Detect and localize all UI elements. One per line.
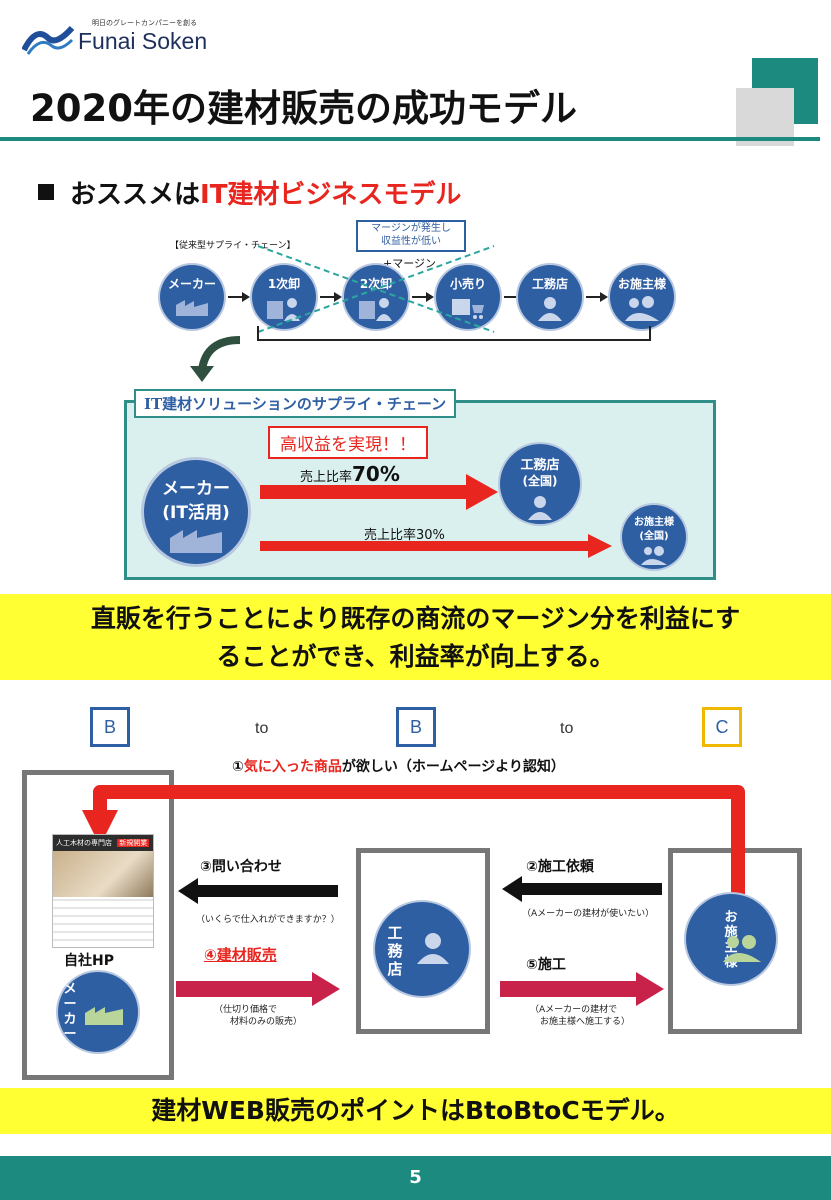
high-profit-label: 高収益を実現！！ <box>268 426 428 459</box>
step2-label: ②施工依頼 <box>526 859 594 875</box>
step5-arrow <box>500 972 664 1006</box>
step1-label: ①気に入った商品が欲しい（ホームページより認知） <box>232 756 565 776</box>
step4-note: （仕切り価格で 材料のみの販売） <box>214 1004 302 1028</box>
margin-note-line2: 収益性が低い <box>381 236 441 247</box>
to-label: to <box>560 720 574 737</box>
person-icon <box>538 297 562 321</box>
step1-prefix: ① <box>232 759 244 775</box>
lead-highlight: IT建材ビジネスモデル <box>200 180 462 210</box>
chain-node-wholesaler1: 1次卸 <box>252 265 316 329</box>
factory-icon <box>85 1007 123 1025</box>
chain-node-retailer: 小売り <box>436 265 500 329</box>
highlight-banner-line1: 直販を行うことにより既存の商流のマージン分を利益にす <box>90 604 741 633</box>
step5-note-line2: お施主様へ施工する） <box>540 1017 631 1027</box>
s2-owner-circle: お施主様 <box>686 894 776 984</box>
it-owner-line2: (全国) <box>639 531 669 542</box>
business-person-icon <box>267 298 300 321</box>
it-maker-line2: (IT活用) <box>162 503 230 523</box>
conventional-label: 【従来型サプライ・チェーン】 <box>170 241 296 251</box>
point-banner: 建材WEB販売のポイントはBtoBtoCモデル。 <box>0 1088 831 1134</box>
sales-arrow-70 <box>260 474 498 510</box>
step5-note-line1: （Aメーカーの建材で <box>530 1005 618 1015</box>
margin-note: マージンが発生し 収益性が低い <box>356 220 466 252</box>
it-owner-circle: お施主様 (全国) <box>622 505 686 569</box>
s2-maker-label: メーカー <box>63 982 77 1042</box>
logo: 明日のグレートカンパニーを創る Funai Soken <box>22 18 242 58</box>
it-builder-line1: 工務店 <box>520 458 560 473</box>
chain-arrow <box>228 292 250 302</box>
margin-note-line1: マージンが発生し <box>371 223 451 234</box>
logo-name: Funai Soken <box>78 28 208 54</box>
step4-label: ④建材販売 <box>204 946 277 964</box>
sales-label-70-value: 70% <box>352 462 400 486</box>
step3-label: ③問い合わせ <box>200 859 282 875</box>
chain-node-builder: 工務店 <box>518 265 582 329</box>
to-label: to <box>255 720 269 737</box>
step5-note: （Aメーカーの建材で お施主様へ施工する） <box>530 1004 630 1028</box>
deco-square-gray <box>736 88 794 146</box>
mini-site-content <box>53 897 153 947</box>
page-number: 5 <box>409 1167 422 1188</box>
header-divider <box>0 137 820 141</box>
bullet-square-icon <box>38 184 54 200</box>
family-icon <box>723 935 761 962</box>
page-title: 2020年の建材販売の成功モデル <box>30 87 577 130</box>
it-builder-circle: 工務店 (全国) <box>500 444 580 524</box>
s2-maker-circle: メーカー <box>58 972 138 1052</box>
it-chain-title: IT建材ソリューションのサプライ・チェーン <box>134 389 457 418</box>
it-maker-line1: メーカー <box>162 479 230 499</box>
chain-node-owner: お施主様 <box>610 265 674 329</box>
chain-arrow <box>412 292 434 302</box>
shop-cart-icon <box>452 299 484 319</box>
chain-arrow <box>320 292 342 302</box>
s2-builder-label: 工務店 <box>387 924 403 978</box>
it-maker-circle: メーカー (IT活用) <box>144 460 248 564</box>
mini-site-hero <box>53 851 153 897</box>
step5-label: ⑤施工 <box>526 957 566 973</box>
letter-b-maker: B <box>90 707 130 747</box>
sales-arrow-30 <box>260 534 612 558</box>
step3-arrow <box>178 878 338 904</box>
sales-label-70: 売上比率70% <box>300 462 400 486</box>
mini-site-badge: 新規開業 <box>117 839 150 847</box>
highlight-banner: 直販を行うことにより既存の商流のマージン分を利益にす ることができ、利益率が向上… <box>0 594 831 680</box>
step2-note: （Aメーカーの建材が使いたい） <box>522 909 655 919</box>
it-builder-line2: (全国) <box>522 474 558 488</box>
letter-b-builder: B <box>396 707 436 747</box>
business-person-icon <box>359 298 392 321</box>
logo-tagline: 明日のグレートカンパニーを創る <box>92 19 197 27</box>
family-icon <box>641 546 667 565</box>
mini-site-header: 人工木材の専門店 新規開業 <box>53 835 153 851</box>
step3-note: （いくらで仕入れができますか？） <box>196 915 340 925</box>
logo-wave-icon <box>22 25 74 55</box>
s2-builder-circle: 工務店 <box>375 902 469 996</box>
hp-label: 自社HP <box>64 953 114 969</box>
family-icon <box>625 296 659 321</box>
highlight-banner-line2: ることができ、利益率が向上する。 <box>216 642 615 671</box>
factory-icon <box>170 530 222 553</box>
section-lead: おススメはIT建材ビジネスモデル <box>38 174 461 211</box>
person-icon <box>417 933 449 964</box>
factory-icon <box>176 300 208 316</box>
letter-c-owner: C <box>702 707 742 747</box>
chain-arrow <box>586 292 608 302</box>
footer-bar: 5 <box>0 1156 831 1200</box>
person-icon <box>528 496 552 520</box>
sales-label-70-prefix: 売上比率 <box>300 470 353 485</box>
sales-label-30: 売上比率30% <box>364 528 445 543</box>
step4-note-line2: 材料のみの販売） <box>230 1017 303 1027</box>
step1-highlight: 気に入った商品 <box>243 759 342 775</box>
it-owner-line1: お施主様 <box>634 517 674 528</box>
step2-arrow <box>502 876 662 902</box>
mini-site-title: 人工木材の専門店 <box>56 839 112 847</box>
chain-node-wholesaler2: 2次卸 <box>344 265 408 329</box>
point-banner-text: 建材WEB販売のポイントはBtoBtoCモデル。 <box>151 1096 680 1125</box>
lead-prefix: おススメは <box>70 180 201 210</box>
curved-down-arrow-icon <box>190 336 241 382</box>
chain-node-maker: メーカー <box>160 265 224 329</box>
step4-note-line1: （仕切り価格で <box>214 1005 278 1015</box>
step4-arrow <box>176 972 340 1006</box>
step1-suffix: が欲しい（ホームページより認知） <box>341 759 565 775</box>
company-hp-thumbnail: 人工木材の専門店 新規開業 <box>52 834 154 948</box>
